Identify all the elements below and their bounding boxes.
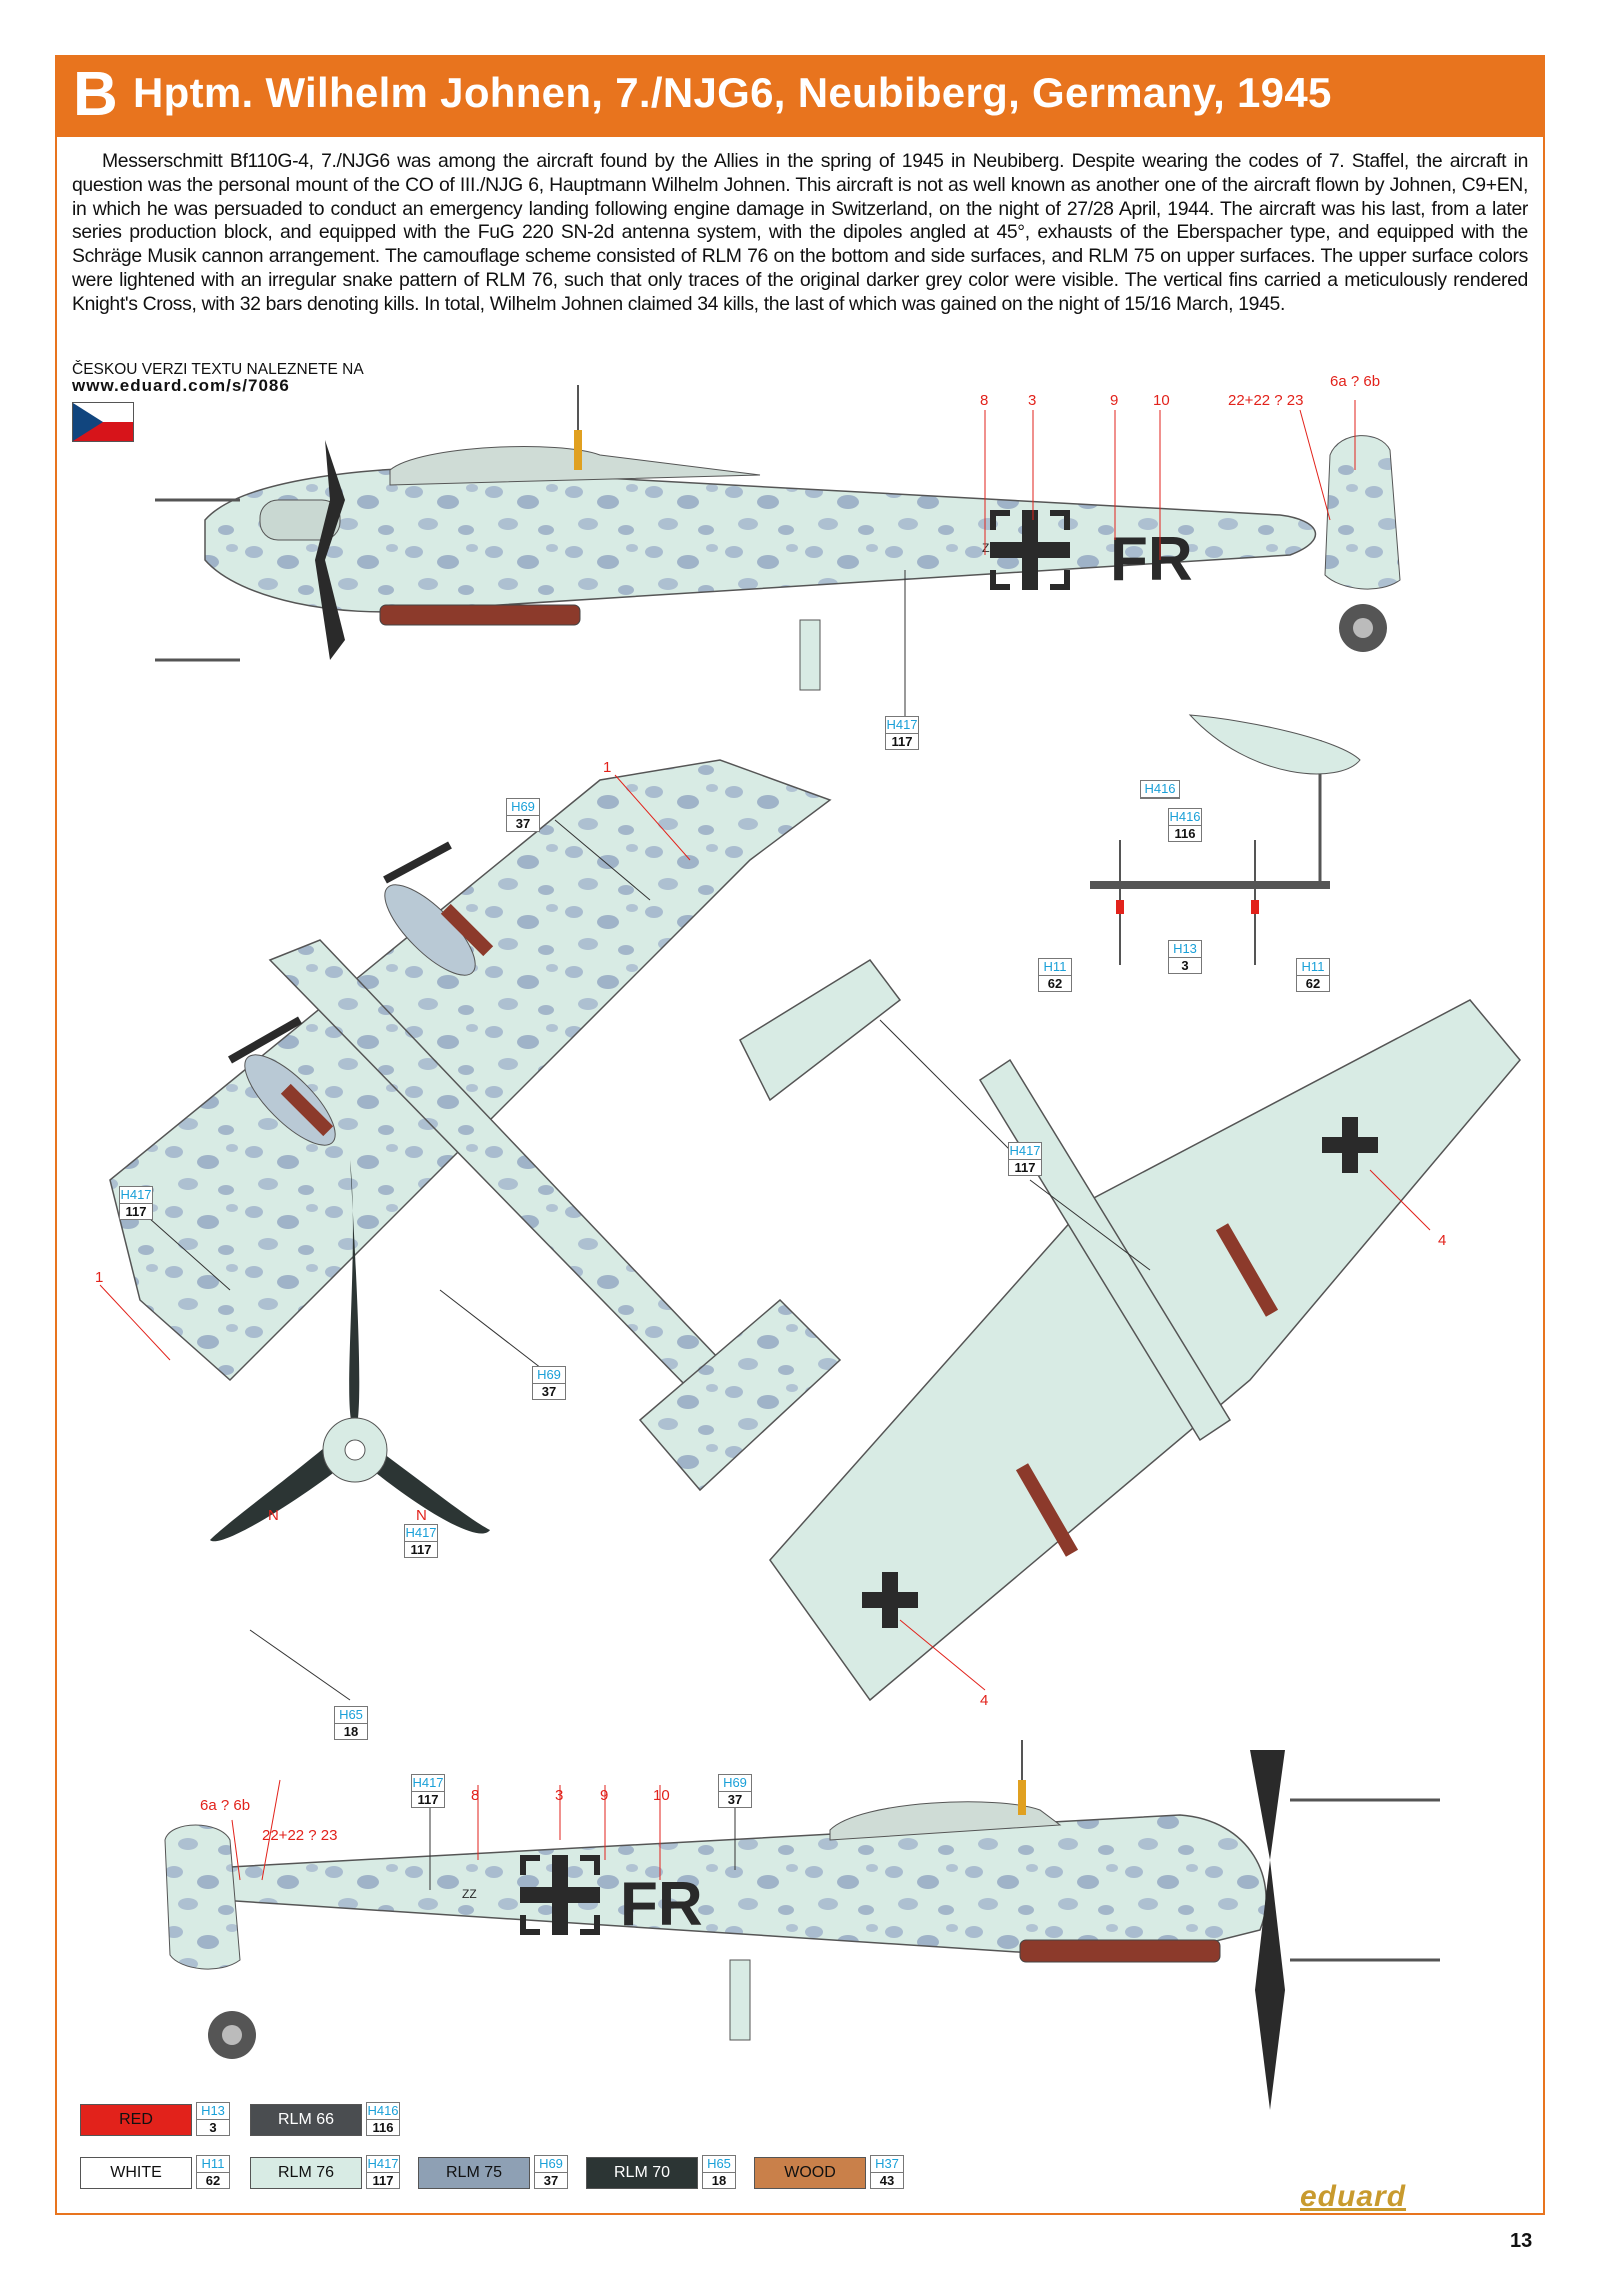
czech-version-note: ČESKOU VERZI TEXTU NALEZNETE NA www.edua… (72, 361, 364, 395)
callout-10-top: 10 (1153, 392, 1170, 409)
description-paragraph: Messerschmitt Bf110G-4, 7./NJG6 was amon… (72, 150, 1528, 315)
callout-9-top: 9 (1110, 392, 1118, 409)
swatch-label: RLM 66 (277, 2111, 335, 2128)
callout-1b: 1 (95, 1269, 103, 1286)
profile-letter: B (73, 60, 118, 129)
fuselage-code-top: FR (1110, 525, 1193, 594)
small-mark-top: ZZ (982, 541, 997, 555)
swatch-rlm75: RLM 75 (418, 2157, 530, 2189)
paint-ref: H416 (1140, 780, 1180, 799)
title-banner: B Hptm. Wilhelm Johnen, 7./NJG6, Neubibe… (55, 55, 1545, 137)
swatch-label: RED (119, 2111, 153, 2128)
page-number: 13 (1510, 2230, 1533, 2252)
callout-9-bottom: 9 (600, 1787, 608, 1804)
callout-numbers: 8 3 9 10 22+22 ? 23 6a ? 6b 1 1 4 4 N N … (95, 373, 1446, 1844)
upper-plan-view (109, 759, 842, 1492)
eduard-logo: eduard (1300, 2180, 1407, 2213)
swatch-label: WOOD (784, 2164, 836, 2181)
swatch-label: RLM 70 (613, 2164, 671, 2181)
swatch-red: RED (80, 2104, 192, 2136)
side-profile-left: FR ZZ (155, 385, 1401, 691)
swatch-label: RLM 76 (277, 2164, 335, 2181)
swatch-rlm66: RLM 66 (250, 2104, 362, 2136)
callout-3-bottom: 3 (555, 1787, 563, 1804)
callout-8-top: 8 (980, 392, 988, 409)
callout-n-left: N (268, 1507, 279, 1524)
swatch-rlm70: RLM 70 (586, 2157, 698, 2189)
callout-6-top: 6a ? 6b (1330, 373, 1380, 390)
callout-n-right: N (416, 1507, 427, 1524)
callout-6-bottom: 6a ? 6b (200, 1797, 250, 1814)
red-callout-lines (99, 400, 1431, 1881)
callout-22-bottom: 22+22 ? 23 (262, 1827, 338, 1844)
swatch-white: WHITE (80, 2157, 192, 2189)
callout-4b: 4 (980, 1692, 988, 1709)
lower-plan-view (739, 959, 1521, 1702)
callout-1a: 1 (603, 759, 611, 776)
fuselage-code-bottom: FR (620, 1870, 703, 1939)
czech-note-text: ČESKOU VERZI TEXTU NALEZNETE NA (72, 361, 364, 378)
side-profile-right: FR ZZ (164, 1740, 1440, 2110)
swatch-label: RLM 75 (445, 2164, 503, 2181)
callout-22-top: 22+22 ? 23 (1228, 392, 1304, 409)
page-title: Hptm. Wilhelm Johnen, 7./NJG6, Neubiberg… (133, 69, 1332, 116)
propeller-detail (210, 1160, 490, 1542)
callout-8-bottom: 8 (471, 1787, 479, 1804)
swatch-label: WHITE (110, 2164, 162, 2181)
callout-10-bottom: 10 (653, 1787, 670, 1804)
small-mark-bottom: ZZ (462, 1887, 477, 1901)
swatch-rlm76: RLM 76 (250, 2157, 362, 2189)
callout-3-top: 3 (1028, 392, 1036, 409)
swatch-wood: WOOD (754, 2157, 866, 2189)
czech-flag-icon (72, 402, 134, 442)
antenna-detail (1090, 714, 1361, 965)
czech-note-url[interactable]: www.eduard.com/s/7086 (72, 376, 290, 395)
callout-lines (139, 570, 1151, 1890)
callout-4a: 4 (1438, 1232, 1446, 1249)
description-text: Messerschmitt Bf110G-4, 7./NJG6 was amon… (72, 150, 1528, 317)
